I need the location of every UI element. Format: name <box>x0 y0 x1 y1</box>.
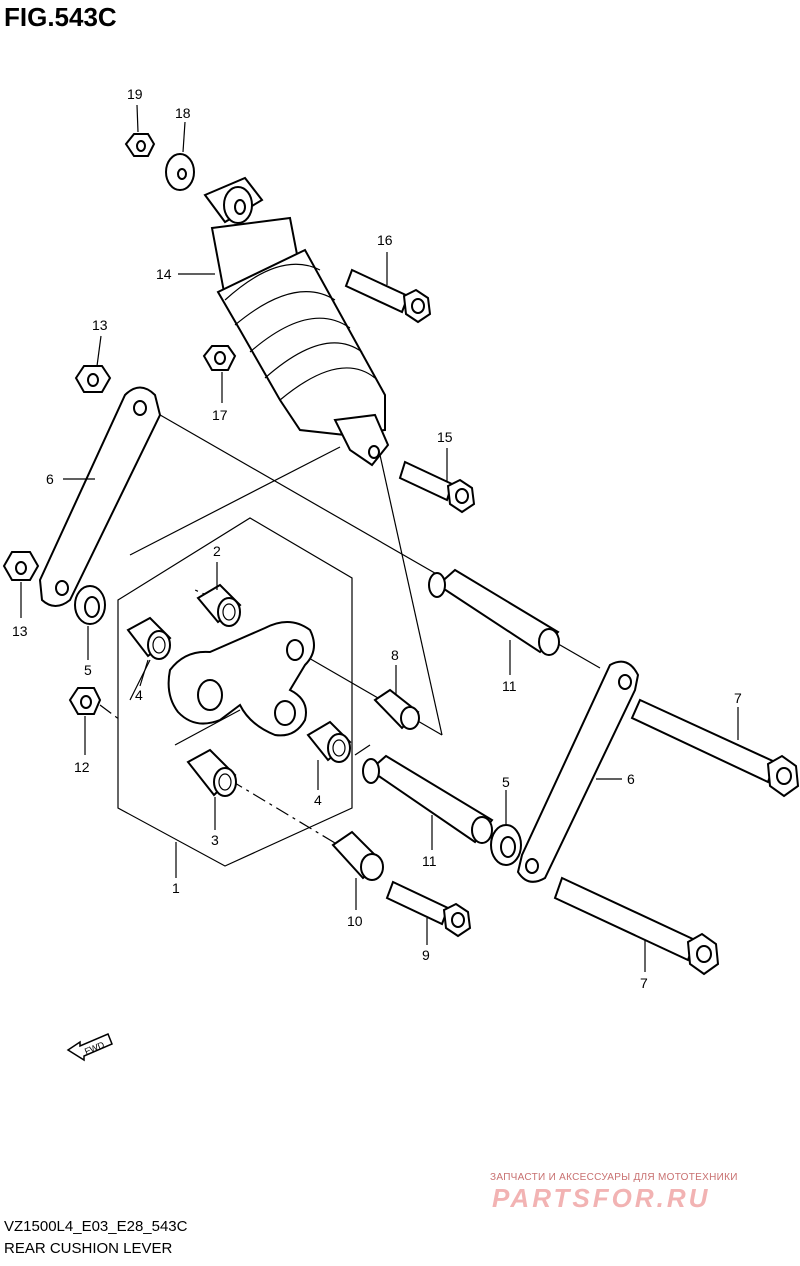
callout-7: 7 <box>734 690 742 706</box>
callout-9: 9 <box>422 947 430 963</box>
bearing-4-right[interactable] <box>306 720 352 763</box>
callout-16: 16 <box>377 232 393 248</box>
collar-8[interactable] <box>373 688 420 730</box>
spacer-11-lower[interactable] <box>362 754 494 844</box>
callout-5: 5 <box>502 774 510 790</box>
bolt-9[interactable] <box>385 880 472 938</box>
figure-name: REAR CUSHION LEVER <box>4 1240 173 1257</box>
callout-14: 14 <box>156 266 172 282</box>
nut-19[interactable] <box>124 133 156 157</box>
center-line <box>129 659 151 701</box>
callout-4: 4 <box>135 687 143 703</box>
model-code: VZ1500L4_E03_E28_543C <box>4 1218 188 1235</box>
callout-6: 6 <box>627 771 635 787</box>
spacer-11-upper[interactable] <box>428 568 560 656</box>
cushion-rod-6-left[interactable] <box>38 386 162 607</box>
nut-13-upper[interactable] <box>74 365 112 393</box>
collar-10[interactable] <box>331 830 384 881</box>
nut-13-lower[interactable] <box>2 551 40 581</box>
center-line <box>174 709 241 746</box>
callout-18: 18 <box>175 105 191 121</box>
bolt-7-upper[interactable] <box>630 698 800 798</box>
shock-absorber-14[interactable] <box>203 176 390 467</box>
callout-11: 11 <box>502 678 517 694</box>
figure-title: FIG.543C <box>4 2 117 32</box>
callout-3: 3 <box>211 832 219 848</box>
nut-17[interactable] <box>202 345 237 371</box>
bearing-2[interactable] <box>196 583 242 627</box>
callout-7: 7 <box>640 975 648 991</box>
callout-2: 2 <box>213 543 221 559</box>
callout-5: 5 <box>84 662 92 678</box>
callout-11: 11 <box>422 853 437 869</box>
callout-13: 13 <box>92 317 108 333</box>
center-line <box>229 779 336 844</box>
callout-1: 1 <box>172 880 180 896</box>
callout-8: 8 <box>391 647 399 663</box>
bolt-15[interactable] <box>398 460 476 514</box>
fwd-label: FWD <box>83 1039 106 1056</box>
callout-19: 19 <box>127 86 143 102</box>
bearing-3[interactable] <box>186 748 237 797</box>
callout-12: 12 <box>74 759 90 775</box>
callout-6: 6 <box>46 471 54 487</box>
bearing-4-left[interactable] <box>126 616 172 660</box>
washer-18[interactable] <box>165 153 195 191</box>
center-line <box>129 446 341 556</box>
callout-4: 4 <box>314 792 322 808</box>
bolt-16[interactable] <box>344 268 432 324</box>
callout-17: 17 <box>212 407 228 423</box>
bolt-7-lower[interactable] <box>553 876 720 976</box>
center-line <box>354 744 371 756</box>
nut-12[interactable] <box>68 687 102 715</box>
assembly-outline <box>117 517 353 867</box>
cushion-lever-1[interactable] <box>167 621 315 737</box>
washer-5-right[interactable] <box>490 824 522 866</box>
callout-15: 15 <box>437 429 453 445</box>
callout-10: 10 <box>347 913 363 929</box>
callout-13: 13 <box>12 623 28 639</box>
watermark-logo: PARTSFOR.RU <box>492 1183 711 1213</box>
center-line <box>294 649 443 736</box>
watermark-tagline: ЗАПЧАСТИ И АКСЕССУАРЫ ДЛЯ МОТОТЕХНИКИ <box>490 1172 738 1183</box>
cushion-rod-6-right[interactable] <box>516 660 640 883</box>
washer-5-left[interactable] <box>74 585 106 625</box>
fwd-arrow-icon: FWD <box>66 1033 113 1062</box>
center-line <box>99 704 121 721</box>
center-line <box>379 454 443 736</box>
